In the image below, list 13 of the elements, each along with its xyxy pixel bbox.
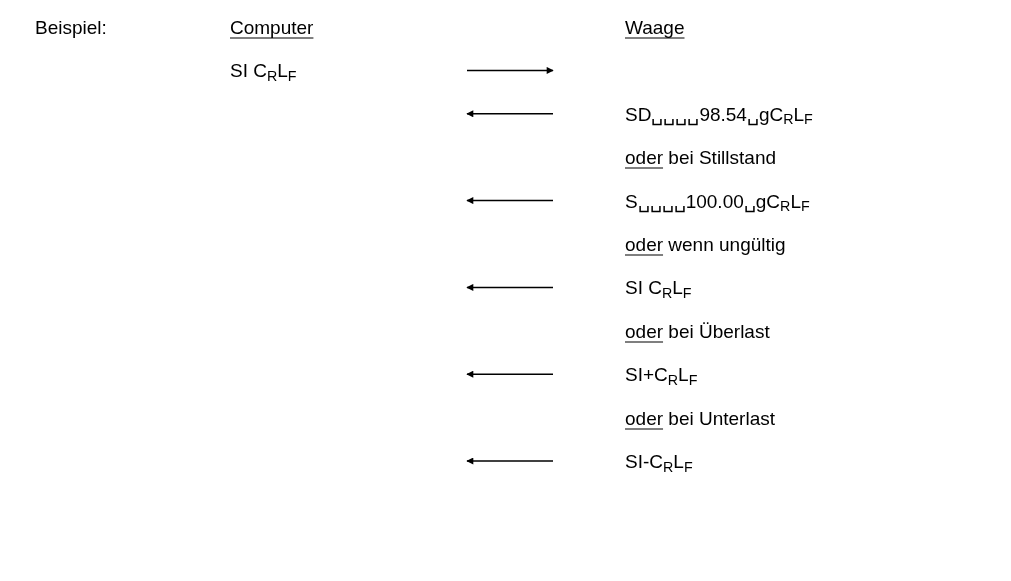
message-text: SI C$_{R}$L$_{F}$ xyxy=(230,60,297,80)
message-text: SD␣␣␣␣98.54␣gC$_{R}$L$_{F}$ xyxy=(625,104,813,124)
label-text: oder bei Unterlast xyxy=(625,408,775,428)
label-text: Computer xyxy=(230,17,314,37)
message-text: S␣␣␣␣100.00␣gC$_{R}$L$_{F}$ xyxy=(625,191,810,211)
message-text: SI-C$_{R}$L$_{F}$ xyxy=(625,451,693,471)
label-text: oder bei Stillstand xyxy=(625,147,777,167)
label-text: oder bei Überlast xyxy=(625,321,770,341)
message-text: SI C$_{R}$L$_{F}$ xyxy=(625,277,692,297)
label-text: Beispiel: xyxy=(35,17,107,37)
message-text: SI+C$_{R}$L$_{F}$ xyxy=(625,364,698,384)
label-text: Waage xyxy=(625,17,685,37)
label-text: oder wenn ungültig xyxy=(625,234,786,254)
